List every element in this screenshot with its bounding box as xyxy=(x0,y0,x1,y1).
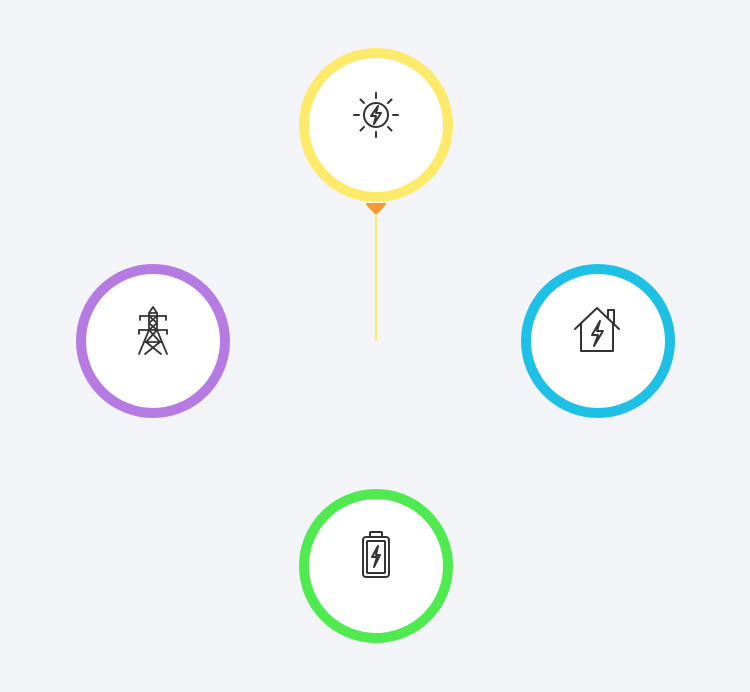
grid-node[interactable] xyxy=(76,264,230,418)
solar-sun-bolt-icon xyxy=(350,88,402,140)
battery-node[interactable] xyxy=(299,489,453,643)
home-node[interactable] xyxy=(521,264,675,418)
solar-node[interactable] xyxy=(299,48,453,202)
power-transmission-tower-icon xyxy=(127,304,179,356)
house-bolt-icon xyxy=(572,304,624,356)
battery-charging-icon xyxy=(350,529,402,581)
solar-flow-line xyxy=(375,210,377,341)
solar-flow-arrow-marker xyxy=(366,203,386,215)
